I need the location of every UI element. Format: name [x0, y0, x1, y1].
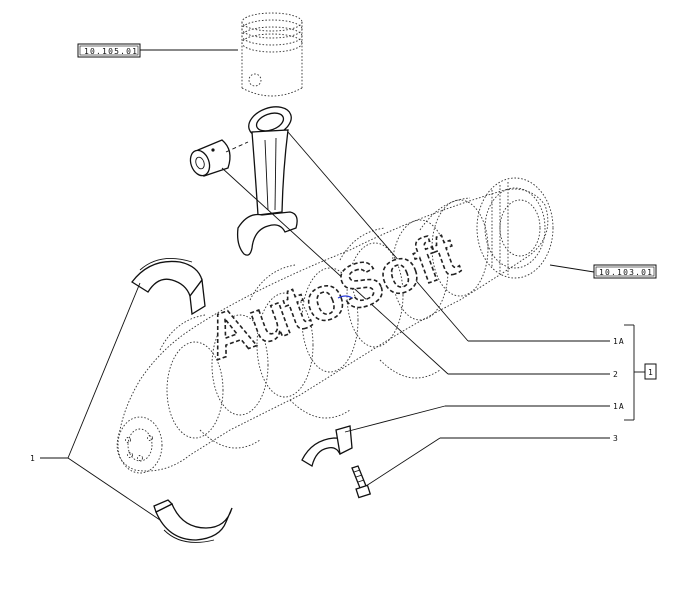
piston	[241, 12, 303, 97]
callout-conrod-bearing-lower: 1A	[613, 402, 625, 411]
conrod-bolt	[351, 465, 372, 499]
callout-main-bearing: 1	[30, 454, 36, 463]
crankshaft	[116, 177, 554, 474]
piston-ref-box[interactable]: 10.105.01	[77, 43, 141, 58]
group-bracket	[624, 324, 645, 421]
group-box-label: 1	[648, 368, 654, 377]
flywheel-ref-box[interactable]: 10.103.01	[593, 264, 657, 279]
callout-conrod-bearing-upper: 1A	[613, 337, 625, 346]
callout-conrod: 2	[613, 370, 619, 379]
pin-axis	[225, 141, 249, 153]
flywheel-ref-label: 10.103.01	[599, 268, 653, 277]
blue-mark	[337, 295, 353, 299]
flywheel-leader	[549, 264, 595, 273]
gudgeon-pin	[189, 139, 231, 177]
leader-lines	[40, 131, 610, 521]
conrod-bearing-shell	[301, 425, 353, 468]
piston-ref-label: 10.105.01	[84, 47, 138, 56]
main-bearing-lower	[153, 499, 233, 543]
main-bearing-upper	[131, 257, 206, 316]
callout-bolt: 3	[613, 434, 619, 443]
group-box[interactable]: 1	[644, 363, 657, 380]
connecting-rod	[236, 106, 298, 256]
